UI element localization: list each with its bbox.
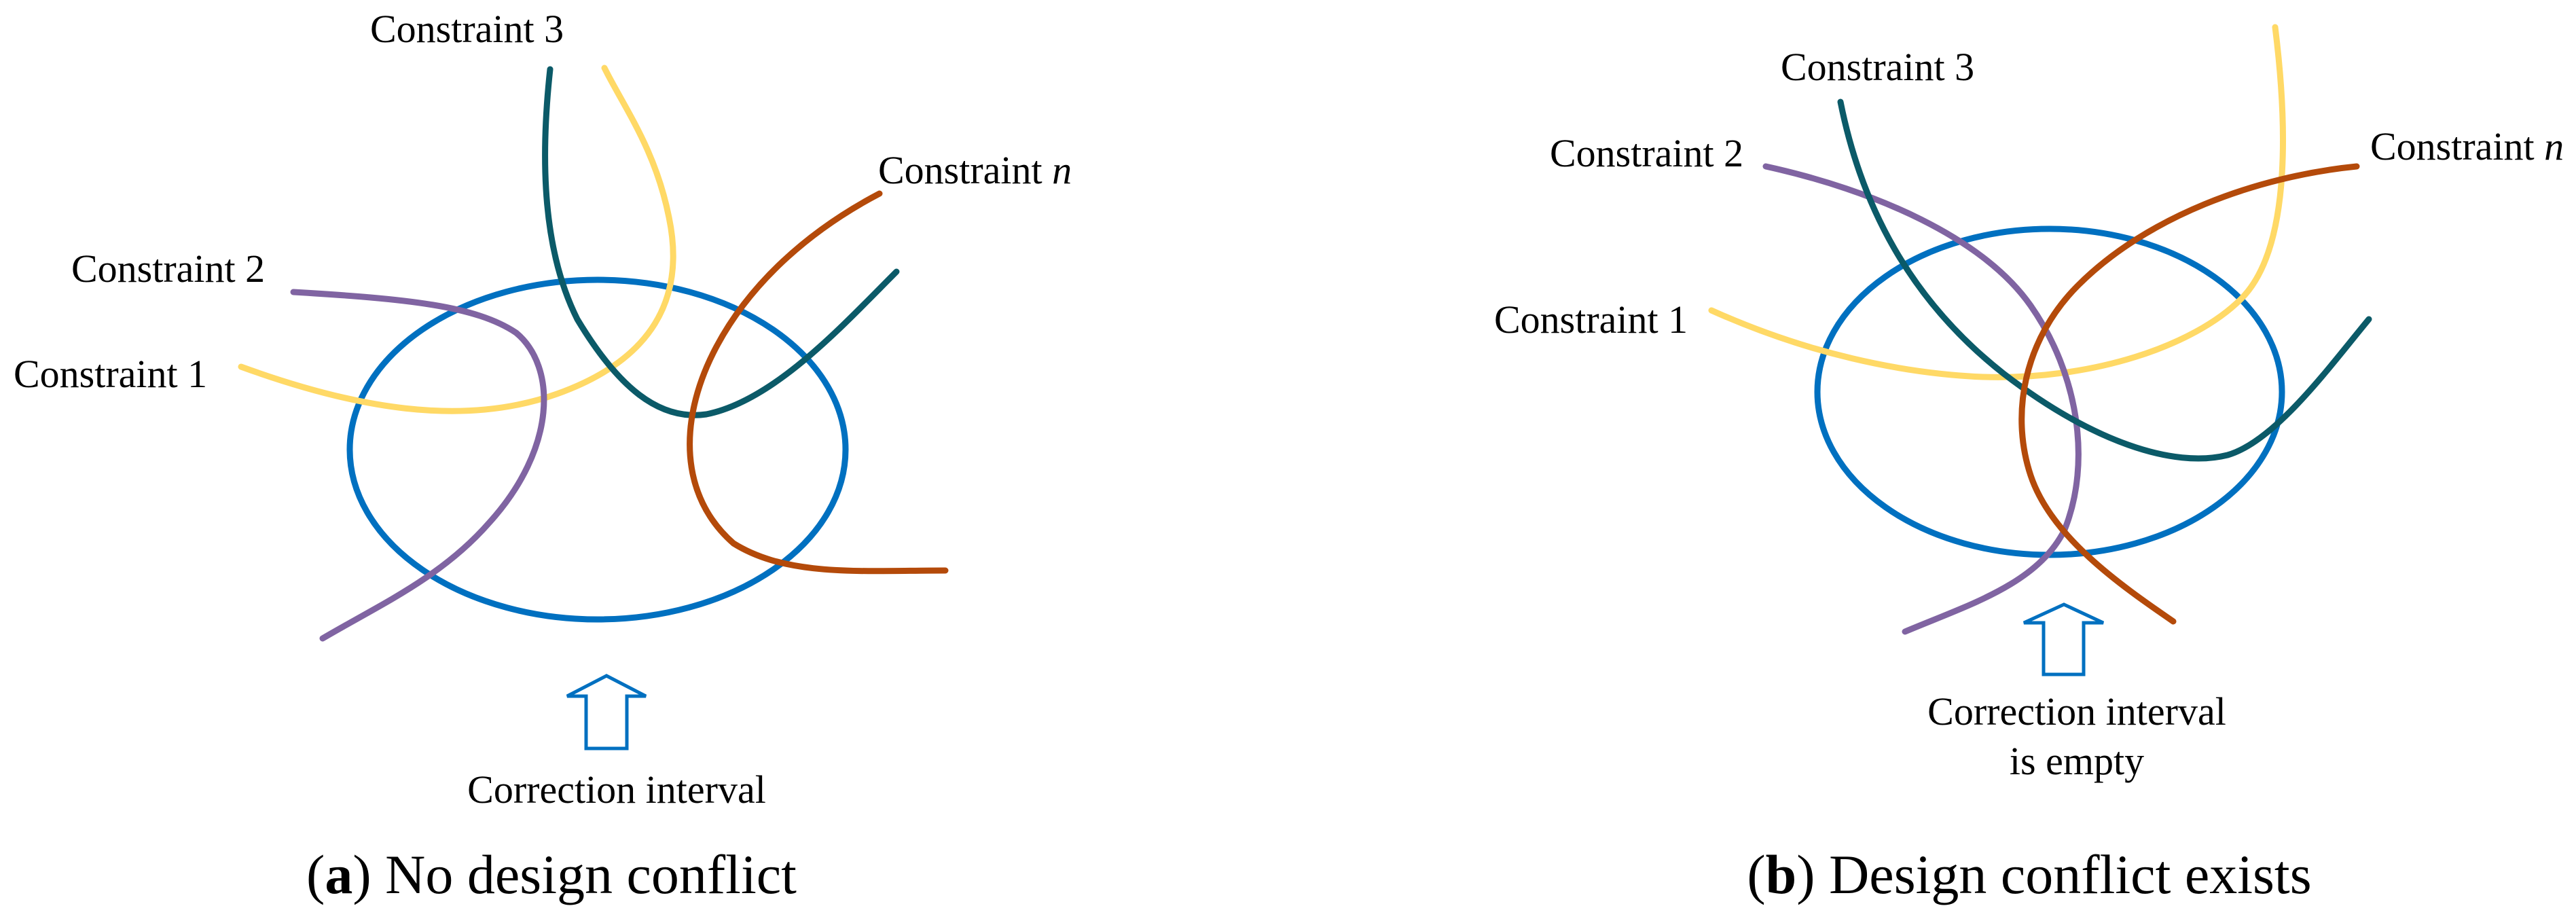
panel-b-correction-interval xyxy=(1814,225,2285,558)
panel-b: Constraint 3 Constraint 2 Constraint 1 C… xyxy=(1494,24,2564,905)
panel-a-constraint-n-var: n xyxy=(1052,148,1072,192)
panel-a-constraint-2-curve xyxy=(290,289,547,642)
panel-a-caption: (a) No design conflict xyxy=(306,844,797,905)
panel-a-constraint-3-label: Constraint 3 xyxy=(370,7,564,51)
panel-a-caption-letter: a xyxy=(325,844,352,905)
panel-b-arrow-label-line1: Correction interval xyxy=(1927,689,2226,734)
panel-a-constraint-3-curve xyxy=(542,66,900,418)
panel-a-correction-interval xyxy=(346,276,849,623)
panel-b-constraint-n-label: Constraint n xyxy=(2370,124,2564,168)
panel-b-arrow-label-line2: is empty xyxy=(2010,739,2144,783)
panel-a-constraint-n-prefix: Constraint xyxy=(878,148,1052,192)
panel-a-constraint-1-label: Constraint 1 xyxy=(14,352,207,396)
panel-b-constraint-3-curve xyxy=(1837,98,2372,462)
panel-a: Constraint 3 Constraint 2 Constraint 1 C… xyxy=(14,7,1072,905)
panel-b-constraint-3-label: Constraint 3 xyxy=(1781,45,1974,89)
panel-b-constraint-n-var: n xyxy=(2544,124,2564,168)
panel-b-caption-letter: b xyxy=(1766,844,1797,905)
panel-a-constraint-n-curve xyxy=(687,190,949,575)
panel-a-constraint-1-curve xyxy=(238,65,676,414)
panel-b-up-arrow-icon xyxy=(2022,602,2105,676)
panel-b-constraint-2-curve xyxy=(1762,163,2082,635)
panel-b-constraint-n-prefix: Constraint xyxy=(2370,124,2544,168)
panel-a-up-arrow-icon xyxy=(566,674,647,750)
panel-b-constraint-2-label: Constraint 2 xyxy=(1550,131,1743,175)
panel-a-constraint-n-label: Constraint n xyxy=(878,148,1072,192)
panel-a-arrow-label: Correction interval xyxy=(467,767,766,812)
panel-a-constraint-2-label: Constraint 2 xyxy=(71,247,265,291)
panel-b-constraint-n-curve xyxy=(2018,163,2360,625)
panel-b-caption-text: Design conflict exists xyxy=(1829,844,2312,905)
panel-b-caption: (b) Design conflict exists xyxy=(1747,844,2311,905)
panel-b-constraint-1-curve xyxy=(1708,24,2286,380)
panel-a-caption-text: No design conflict xyxy=(385,844,797,905)
panel-b-constraint-1-label: Constraint 1 xyxy=(1494,297,1688,342)
